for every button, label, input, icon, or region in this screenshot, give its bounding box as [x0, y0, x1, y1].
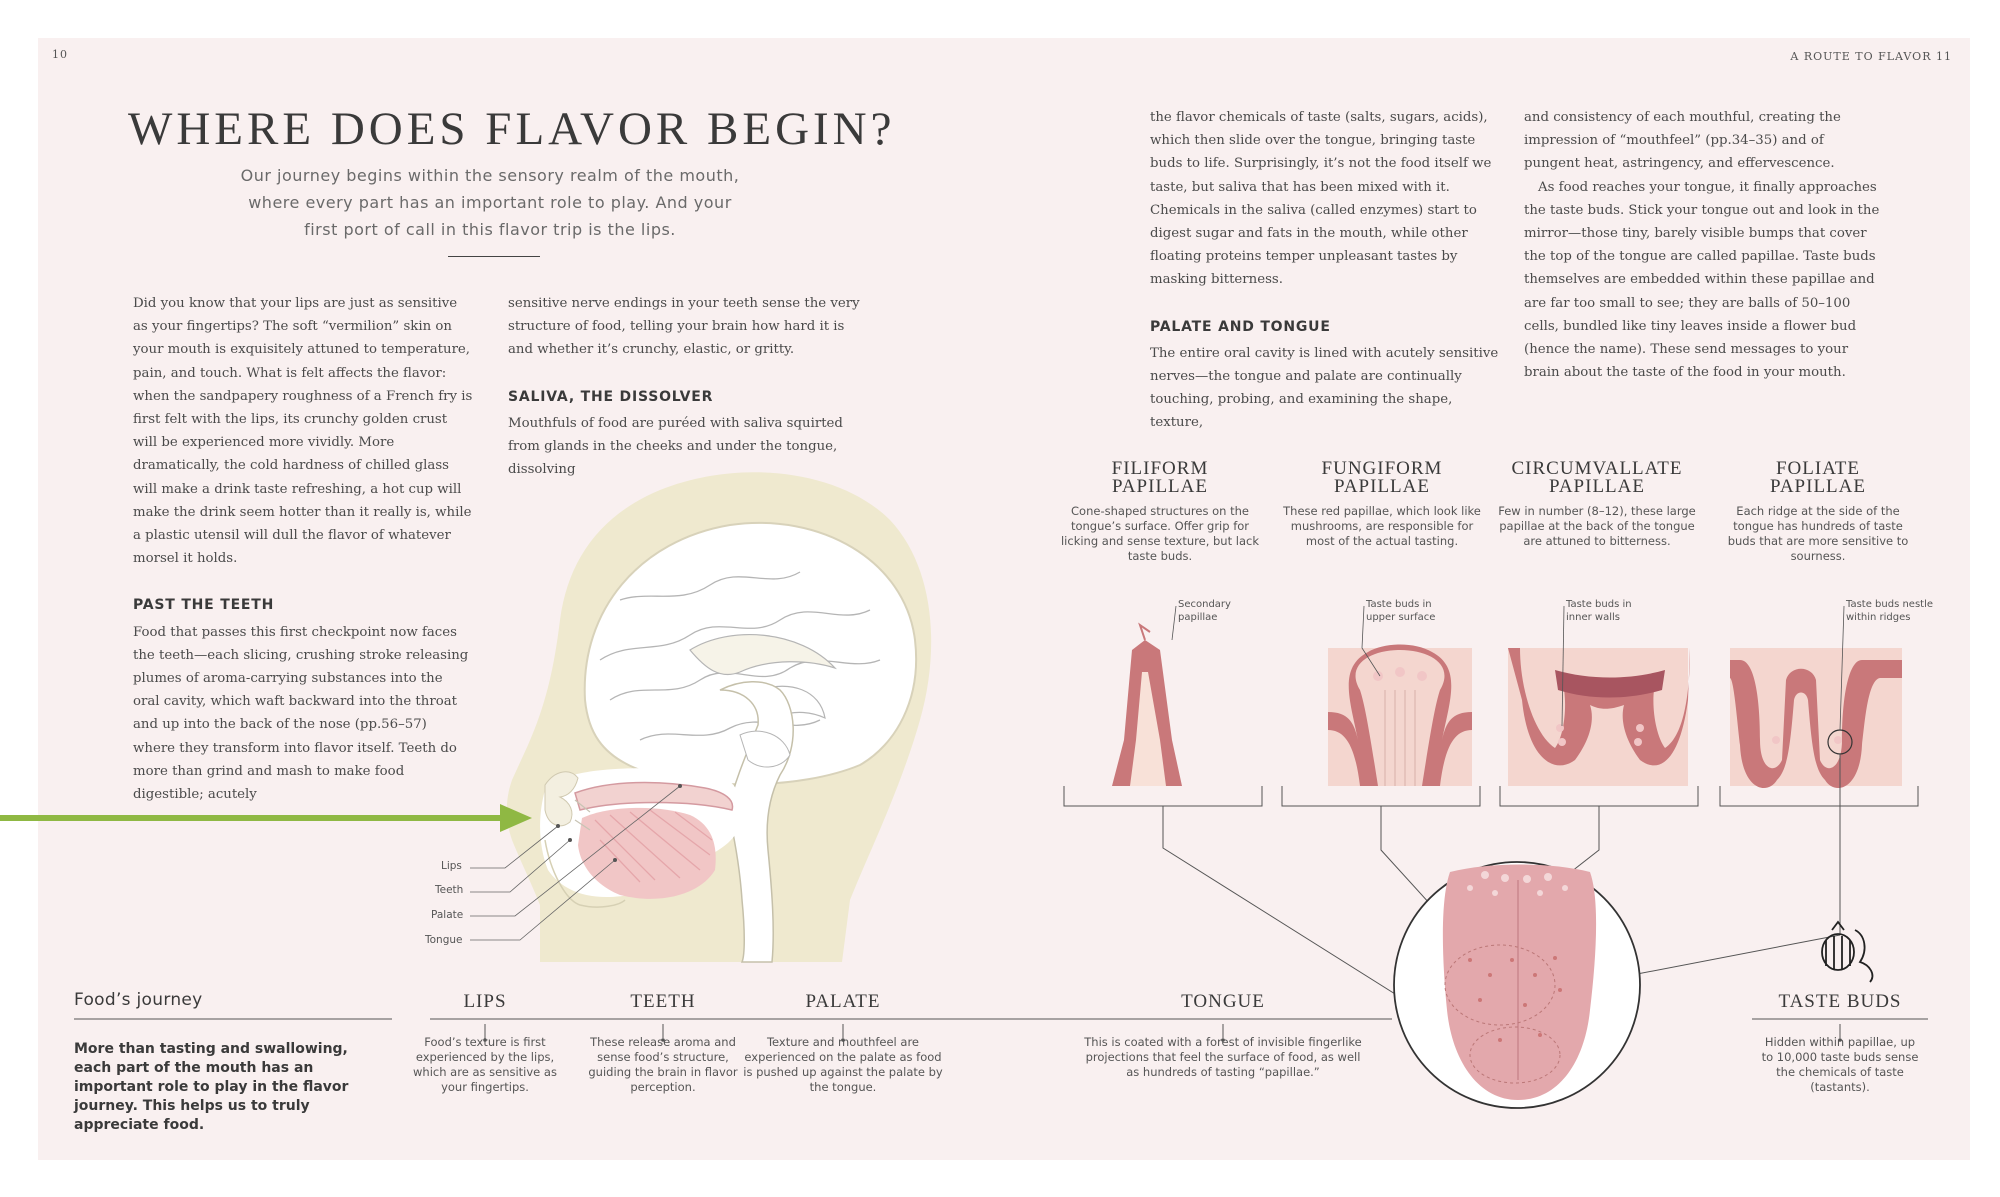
book-spread [38, 38, 1970, 1160]
papilla-heading: FILIFORM [1111, 458, 1209, 479]
papilla-description: Each ridge at the side of the tongue has… [1727, 504, 1909, 563]
body-paragraph: the flavor chemicals of taste (salts, su… [1150, 110, 1492, 288]
body-paragraph: As food reaches your tongue, it finally … [1524, 179, 1880, 381]
taste-bud-icon [1821, 920, 1874, 983]
label-palate: Palate [431, 909, 464, 921]
journey-stop-name: PALATE [805, 991, 881, 1012]
body-paragraph: and consistency of each mouthful, creati… [1524, 110, 1841, 172]
section-heading-palate-and-tongue: PALATE AND TONGUE [1150, 318, 1331, 335]
body-paragraph: Mouthfuls of food are puréed with saliva… [508, 415, 843, 478]
papilla-filiform-caption: FILIFORM PAPILLAE Cone-shaped structures… [1055, 458, 1265, 564]
papilla-description: These red papillae, which look like mush… [1283, 504, 1481, 548]
journey-stop-lips: LIPS Food’s texture is first experienced… [385, 991, 585, 1095]
fungiform-papilla-illustration [1328, 644, 1472, 786]
papilla-circumvallate-caption: CIRCUMVALLATE PAPILLAE Few in number (8–… [1497, 458, 1697, 549]
section-heading-past-the-teeth: PAST THE TEETH [133, 597, 275, 614]
callout-fungiform-taste-buds: Taste buds in upper surface [1366, 598, 1435, 624]
body-paragraph: Food that passes this first checkpoint n… [133, 624, 469, 803]
label-teeth: Teeth [435, 884, 464, 896]
papilla-heading: FUNGIFORM [1321, 458, 1443, 479]
papilla-heading: PAPILLAE [1334, 476, 1430, 497]
journey-stop-description: Hidden within papillae, up to 10,000 tas… [1761, 1035, 1919, 1094]
journey-stop-palate: PALATE Texture and mouthfeel are experie… [743, 991, 943, 1095]
papilla-description: Few in number (8–12), these large papill… [1498, 504, 1696, 548]
body-column-4: and consistency of each mouthful, creati… [1524, 106, 1880, 384]
callout-line: inner walls [1566, 612, 1620, 623]
journey-stop-taste-buds: TASTE BUDS Hidden within papillae, up to… [1750, 991, 1930, 1095]
callout-circumvallate-taste-buds: Taste buds in inner walls [1566, 598, 1632, 624]
papilla-description: Cone-shaped structures on the tongue’s s… [1060, 504, 1259, 563]
callout-line: papillae [1178, 612, 1218, 623]
body-paragraph: sensitive nerve endings in your teeth se… [508, 296, 860, 358]
body-paragraph: The entire oral cavity is lined with acu… [1150, 345, 1499, 431]
journey-description: More than tasting and swallowing, each p… [74, 1041, 349, 1133]
running-header: A ROUTE TO FLAVOR 11 [1790, 50, 1952, 63]
papilla-heading: PAPILLAE [1112, 476, 1208, 497]
running-header-label: A ROUTE TO FLAVOR [1790, 50, 1932, 63]
tongue-close-up-illustration [1393, 861, 1641, 1109]
body-paragraph: Did you know that your lips are just as … [133, 296, 473, 567]
page-number-right: 11 [1936, 50, 1952, 63]
body-column-1: Did you know that your lips are just as … [133, 292, 473, 806]
journey-ticks [484, 1024, 1841, 1038]
callout-line: Taste buds nestle [1846, 599, 1934, 610]
callout-line: Secondary [1178, 599, 1231, 610]
intro-line: where every part has an important role t… [248, 193, 732, 212]
circumvallate-papilla-illustration [1508, 648, 1690, 786]
body-column-3: the flavor chemicals of taste (salts, su… [1150, 106, 1500, 435]
journey-stop-teeth: TEETH These release aroma and sense food… [563, 991, 763, 1095]
foliate-papilla-illustration [1730, 648, 1902, 789]
papilla-heading: PAPILLAE [1549, 476, 1645, 497]
callout-line: Taste buds in [1366, 599, 1432, 610]
head-label-dots [556, 784, 682, 862]
title-divider [448, 256, 540, 257]
journey-stop-name: TEETH [630, 991, 696, 1012]
head-cross-section-illustration [506, 472, 932, 963]
intro-text: Our journey begins within the sensory re… [210, 162, 770, 243]
intro-line: first port of call in this flavor trip i… [304, 220, 676, 239]
papilla-heading: PAPILLAE [1770, 476, 1866, 497]
callout-line: within ridges [1846, 612, 1911, 623]
callout-line: Taste buds in [1566, 599, 1632, 610]
journey-stop-name: TONGUE [1181, 991, 1265, 1012]
papilla-callout-leaders [1171, 605, 1845, 731]
intro-line: Our journey begins within the sensory re… [240, 166, 740, 185]
filiform-papilla-illustration [1112, 622, 1182, 786]
papilla-foliate-caption: FOLIATE PAPILLAE Each ridge at the side … [1718, 458, 1918, 564]
journey-stop-description: These release aroma and sense food’s str… [588, 1035, 738, 1094]
journey-title: Food’s journey [74, 990, 203, 1010]
papilla-heading: CIRCUMVALLATE [1511, 458, 1683, 479]
label-lips: Lips [441, 860, 462, 872]
callout-secondary-papillae: Secondary papillae [1178, 598, 1231, 624]
page-title: WHERE DOES FLAVOR BEGIN? [128, 103, 896, 155]
papilla-fungiform-caption: FUNGIFORM PAPILLAE These red papillae, w… [1280, 458, 1484, 549]
journey-stop-description: Texture and mouthfeel are experienced on… [743, 1035, 943, 1094]
journey-stop-name: TASTE BUDS [1778, 991, 1902, 1012]
body-column-2: sensitive nerve endings in your teeth se… [508, 292, 868, 481]
section-heading-saliva: SALIVA, THE DISSOLVER [508, 388, 714, 405]
head-label-leaders [470, 785, 681, 941]
callout-line: upper surface [1366, 612, 1436, 623]
journey-stop-tongue: TONGUE This is coated with a forest of i… [1083, 991, 1363, 1080]
journey-stop-description: This is coated with a forest of invisibl… [1084, 1035, 1362, 1079]
label-tongue: Tongue [425, 934, 463, 946]
papilla-heading: FOLIATE [1775, 458, 1861, 479]
journey-stop-description: Food’s texture is first experienced by t… [413, 1035, 557, 1094]
food-entry-arrowhead [500, 804, 532, 832]
page-number-left: 10 [52, 48, 68, 61]
callout-foliate-taste-buds: Taste buds nestle within ridges [1846, 598, 1933, 624]
journey-tick-dots [483, 1038, 1842, 1042]
journey-stop-name: LIPS [463, 991, 507, 1012]
